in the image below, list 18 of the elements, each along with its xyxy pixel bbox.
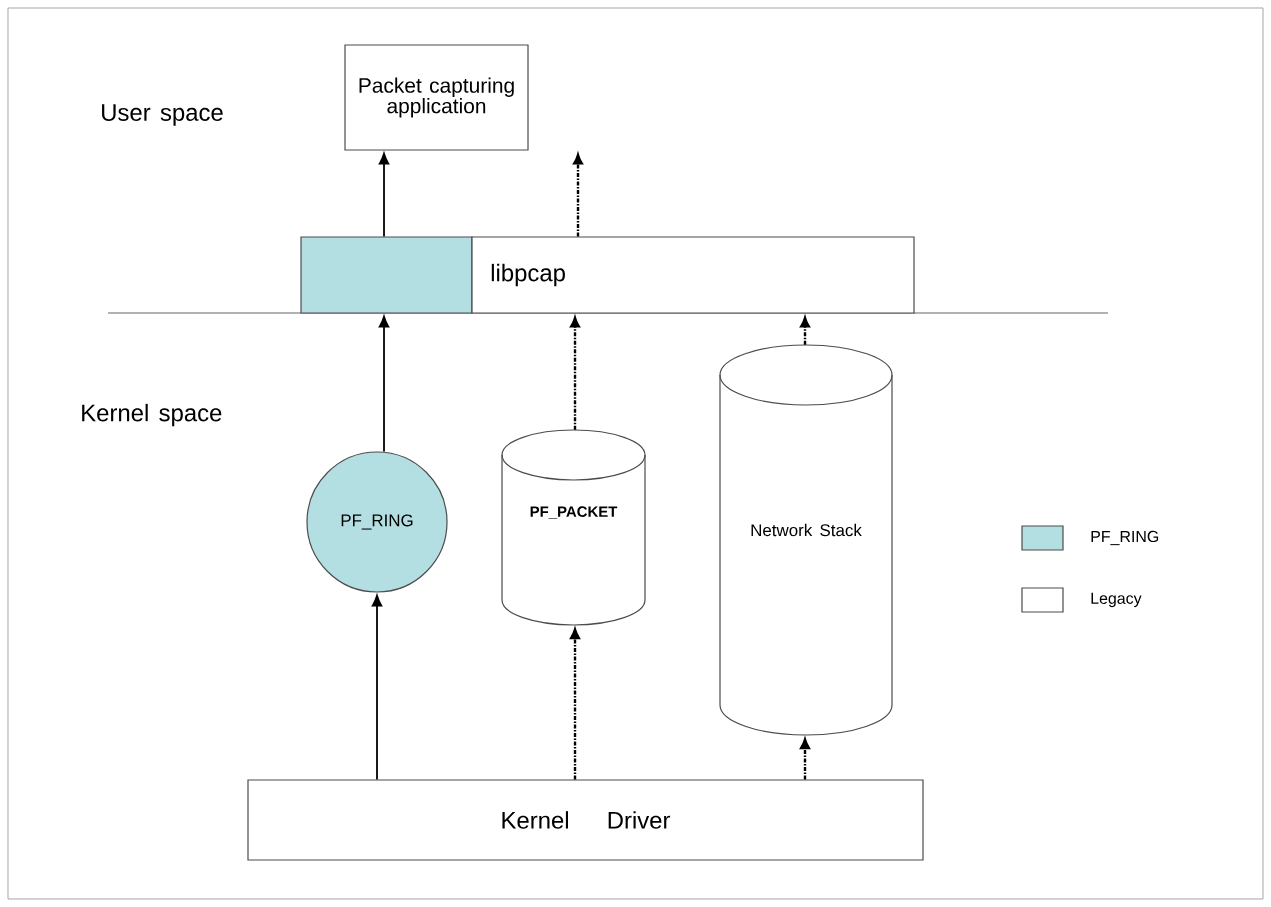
arrow [371,594,383,781]
arrow [573,153,583,237]
process-box: Packet capturing application [344,44,529,151]
process-box [300,236,473,314]
arrow [378,152,390,238]
arrow [800,316,810,345]
arrow [378,315,390,453]
legend-label: PF_RING [1091,530,1159,546]
arrow [800,738,810,780]
region-label: User space [102,104,223,126]
arrow [570,628,580,780]
process-box: libpcap [471,236,915,314]
cylinder: PF_PACKET [501,429,646,626]
cylinder: Network Stack [719,344,893,736]
arrow [570,316,580,430]
legend-label: Legacy [1091,592,1142,608]
process-box: Kernel Driver [247,779,924,861]
region-label: Kernel space [82,403,222,427]
